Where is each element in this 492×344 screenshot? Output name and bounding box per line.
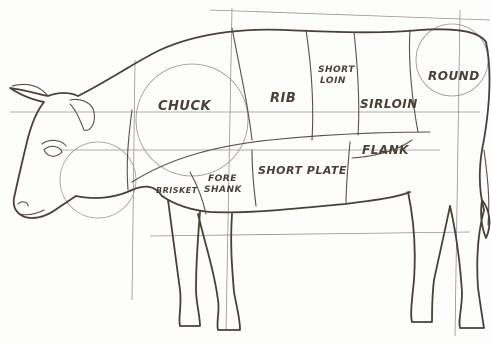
eye: [43, 145, 63, 157]
label-fore-shank-line1: FORE: [208, 174, 237, 184]
mouth: [19, 209, 45, 216]
rump-outline: [478, 41, 491, 211]
ear: [69, 98, 95, 131]
guide-lines: [10, 7, 491, 337]
label-flank: FLANK: [362, 143, 410, 157]
cut-labels: CHUCK RIB SHORT LOIN SIRLOIN ROUND FLANK…: [156, 65, 480, 195]
label-round: ROUND: [428, 69, 480, 83]
label-fore-shank-line2: SHANK: [204, 185, 243, 195]
label-rib: RIB: [270, 91, 296, 106]
label-brisket: BRISKET: [156, 186, 198, 195]
hind-leg-left: [407, 191, 451, 323]
nostril: [17, 201, 29, 207]
dewlap-outline: [75, 185, 163, 199]
front-leg-left: [167, 199, 201, 327]
cut-divisions: [126, 27, 431, 215]
head-outline: [9, 87, 79, 219]
label-short-plate: SHORT PLATE: [258, 164, 347, 177]
hind-leg-right: [449, 205, 485, 329]
label-sirloin: SIRLOIN: [360, 97, 418, 111]
belly-outline: [161, 191, 411, 214]
cow-outline: [9, 28, 491, 331]
label-short-loin-line1: SHORT: [318, 65, 355, 75]
back-outline: [77, 28, 487, 97]
label-chuck: CHUCK: [158, 99, 212, 114]
tail-switch: [480, 199, 491, 239]
horn: [11, 83, 49, 97]
label-short-loin-line2: LOIN: [320, 76, 346, 86]
front-leg-right: [197, 213, 241, 331]
brow: [41, 139, 67, 147]
